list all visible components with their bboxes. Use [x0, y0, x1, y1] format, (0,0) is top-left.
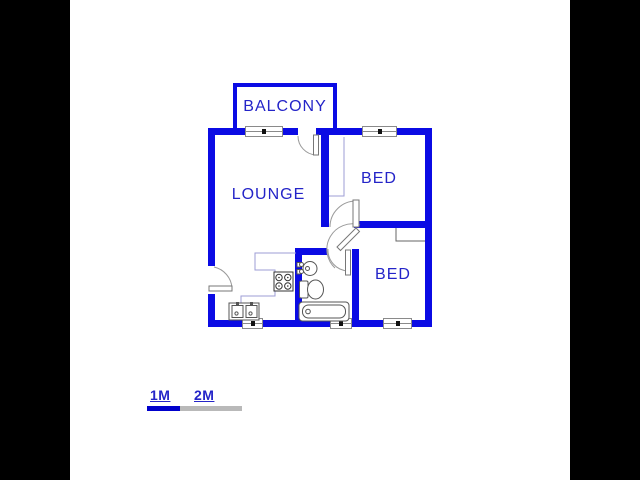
wall-bottom [412, 320, 432, 327]
wall-top [283, 128, 298, 135]
room-label-lounge: LOUNGE [231, 186, 306, 203]
entrance-door-arc [213, 266, 233, 289]
scale-label-2m: 2M [194, 387, 215, 403]
wall-top [316, 128, 362, 135]
letterbox-left [0, 0, 70, 480]
wall-left [208, 128, 215, 266]
entrance-door [208, 285, 233, 292]
bedroom-2-door [336, 227, 361, 252]
wall-bottom [208, 320, 242, 327]
wall-top [208, 128, 245, 135]
lounge-window [245, 126, 283, 137]
wall-top [397, 128, 432, 135]
letterbox-right [570, 0, 640, 480]
scale-label-1m: 1M [150, 387, 171, 403]
stove [273, 271, 294, 292]
bedroom-2-window [383, 318, 412, 329]
wall-bathroom-left [295, 248, 302, 320]
bedroom-1-door-arc [329, 200, 357, 228]
wall-lounge-bed1-divider [321, 135, 329, 227]
balcony-door-arc [297, 135, 317, 156]
wall-left [208, 294, 215, 327]
scale-bar-segment-2m [180, 406, 242, 411]
wall-bottom [263, 320, 330, 327]
balcony-door [313, 134, 319, 156]
wall-notch [395, 228, 425, 242]
room-label-bedroom-1: BED [361, 170, 397, 187]
wall-balcony-right [333, 83, 337, 128]
bathroom-door-arc [327, 248, 349, 272]
room-label-balcony: BALCONY [243, 98, 327, 115]
wall-bed1-bed2-divider [354, 221, 432, 228]
built-in-cupboard [329, 137, 345, 197]
wall-bathroom-top [295, 248, 327, 255]
toilet [299, 279, 324, 300]
kitchen-counter [240, 252, 296, 304]
wall-bed2-left [352, 249, 359, 320]
room-label-bedroom-2: BED [375, 266, 411, 283]
kitchen-window [242, 318, 263, 329]
bedroom-1-window [362, 126, 397, 137]
scale-bar-segment-1m [147, 406, 180, 411]
bathroom-door [345, 249, 351, 276]
wall-balcony-left [233, 83, 237, 128]
bathroom-window [330, 318, 352, 329]
wall-bottom [352, 320, 383, 327]
wall-balcony-top [233, 83, 337, 87]
